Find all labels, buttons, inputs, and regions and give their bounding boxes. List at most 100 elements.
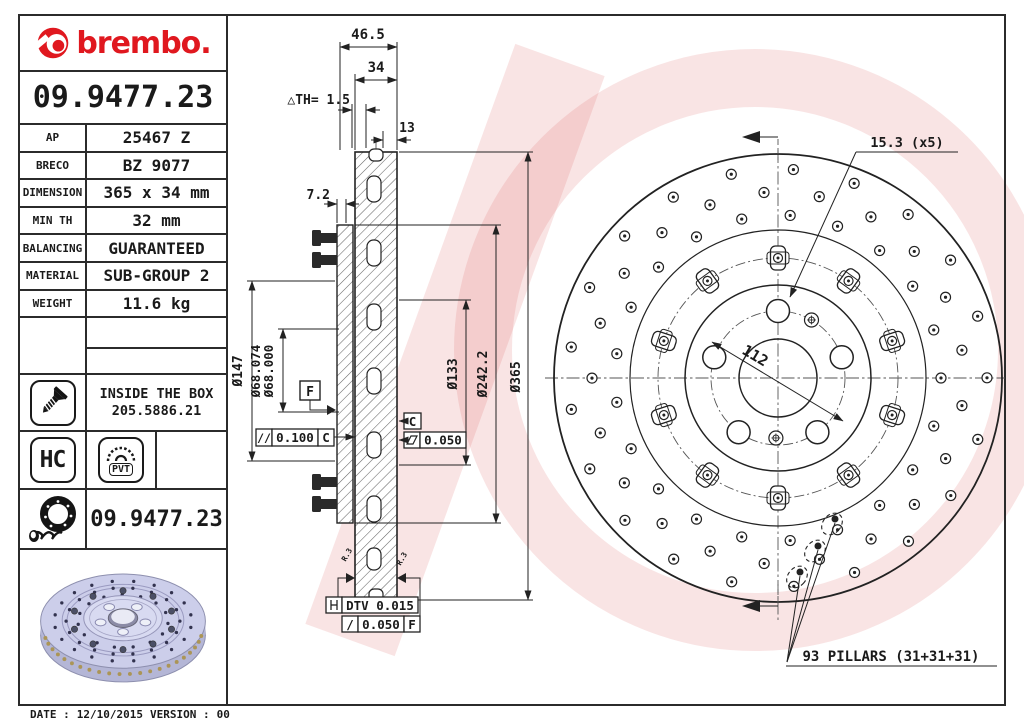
rotation-arrow-bottom xyxy=(742,584,779,612)
spec-value: 32 mm xyxy=(132,211,181,231)
datum-c-label: C xyxy=(409,414,417,429)
rotation-arrow-top xyxy=(742,131,779,160)
spec-label: MATERIAL xyxy=(20,263,87,289)
kit-icon-cell xyxy=(20,490,87,548)
dim-dia-hat-label: Ø147 xyxy=(231,355,246,387)
spec-value: 365 x 34 mm xyxy=(103,183,210,203)
dim-plate-th xyxy=(371,131,411,148)
brembo-logo-icon xyxy=(35,27,69,59)
spec-label: AP xyxy=(20,125,87,151)
dim-min-th-label: △TH= 1.5 xyxy=(287,93,350,108)
pvt-badge: PVT xyxy=(108,462,134,476)
dim-dia-inner-label: Ø133 xyxy=(446,358,461,390)
parallelism-symbol: // xyxy=(257,431,271,445)
screw-icon-cell xyxy=(20,375,87,430)
brand-header: brembo. xyxy=(20,16,226,72)
mounting-bolts xyxy=(312,230,337,512)
spec-value: GUARANTEED xyxy=(108,238,205,258)
watermark-ring xyxy=(454,49,1024,651)
runout-symbol: / xyxy=(346,617,354,632)
pvt-cell: PVT xyxy=(87,432,157,488)
dim-dia-bore-min-label: Ø68.000 xyxy=(261,345,276,399)
datum-f: F xyxy=(299,380,336,415)
pvt-gauge-icon xyxy=(106,446,136,461)
empty-cell xyxy=(20,318,87,373)
dim-width-total-label: 46.5 xyxy=(351,27,385,43)
spec-label: BRECO xyxy=(20,152,87,179)
dim-min-th xyxy=(338,104,380,148)
dim-dia-outer xyxy=(399,151,533,601)
vent-slots xyxy=(366,148,384,602)
dim-dia-outer-label: Ø365 xyxy=(509,361,524,393)
spec-value: BZ 9077 xyxy=(122,155,191,175)
spec-value: SUB-GROUP 2 xyxy=(103,266,210,286)
flatness-symbol xyxy=(406,435,418,445)
dim-dia-bell-label: Ø242.2 xyxy=(476,351,491,399)
technical-drawing: 46.5 34 △TH= 1.5 13 7.2 xyxy=(231,27,1005,667)
table-row: WEIGHT 11.6 kg xyxy=(20,290,226,319)
dim-width-friction xyxy=(354,74,398,150)
table-row: MATERIAL SUB-GROUP 2 xyxy=(20,263,226,291)
pvt-icon: PVT xyxy=(98,437,144,483)
empty-cell xyxy=(87,318,226,373)
hub-outer-circle xyxy=(684,284,872,472)
dtv-value: DTV 0.015 xyxy=(346,598,414,613)
drilled-holes xyxy=(565,163,993,592)
spec-label: BALANCING xyxy=(20,235,87,261)
inside-the-box-label: INSIDE THE BOX xyxy=(99,385,214,402)
datum-f-label: F xyxy=(306,385,314,400)
part-number-header: 09.9477.23 xyxy=(20,72,226,125)
parallelism-value: 0.100 xyxy=(276,430,314,445)
table-row: BRECO BZ 9077 xyxy=(20,152,226,181)
pillars-label: 93 PILLARS (31+31+31) xyxy=(802,649,979,665)
gdt-parallelism: // 0.100 C xyxy=(255,428,356,447)
dim-width-friction-label: 34 xyxy=(368,60,385,76)
bolt-hole-dia-label: 15.3 (x5) xyxy=(870,135,943,151)
gdt-bottom: DTV 0.015 / 0.050 F xyxy=(325,573,421,633)
empty-row xyxy=(20,318,226,375)
inside-the-box-text: INSIDE THE BOX 205.5886.21 xyxy=(87,375,226,430)
disc-spring-kit-icon xyxy=(28,496,76,542)
table-row: AP 25467 Z xyxy=(20,125,226,153)
callout-pcd: 112 xyxy=(711,341,844,422)
dim-hat-offset xyxy=(324,199,359,223)
friction-inner-circle xyxy=(629,229,927,527)
empty-cell xyxy=(157,432,226,488)
kit-row: 09.9477.23 xyxy=(20,490,226,550)
dim-dia-hat xyxy=(247,280,335,462)
dim-dia-bore-max-label: Ø68.074 xyxy=(248,345,263,399)
gdt-flatness: 0.050 xyxy=(398,431,467,449)
table-row: BALANCING GUARANTEED xyxy=(20,235,226,263)
runout-datum: F xyxy=(408,617,416,632)
brand-wordmark: brembo. xyxy=(76,25,211,61)
dim-dia-bell xyxy=(355,224,501,524)
flatness-value: 0.050 xyxy=(424,433,462,448)
inside-the-box-row: INSIDE THE BOX 205.5886.21 xyxy=(20,375,226,432)
version-label: VERSION : xyxy=(149,708,210,721)
screw-icon xyxy=(42,385,68,413)
callout-bolt-hole: 15.3 (x5) xyxy=(789,135,958,298)
disc-3d-render xyxy=(40,573,206,683)
callout-pillars: 93 PILLARS (31+31+31) xyxy=(786,512,997,667)
spec-label: WEIGHT xyxy=(20,290,87,317)
datum-c: C xyxy=(398,412,422,430)
section-view: 46.5 34 △TH= 1.5 13 7.2 xyxy=(231,27,533,633)
hc-badge: HC xyxy=(39,447,67,473)
disc-photo-box xyxy=(20,550,226,704)
spec-value: 25467 Z xyxy=(122,128,191,148)
badges-row: HC PVT xyxy=(20,432,226,490)
info-panel: brembo. 09.9477.23 AP 25467 Z BRECO BZ 907… xyxy=(18,14,228,706)
version-value: 00 xyxy=(216,708,230,721)
spec-value: 11.6 kg xyxy=(122,293,191,313)
dim-plate-th-label: 13 xyxy=(399,121,415,136)
dim-hat-offset-label: 7.2 xyxy=(307,188,330,203)
pcd-label: 112 xyxy=(739,341,771,370)
wheel-bolt-holes xyxy=(702,298,854,446)
hat-section xyxy=(336,224,354,524)
dtv-symbol xyxy=(330,600,338,610)
inside-the-box-number: 205.5886.21 xyxy=(111,402,202,419)
fillet-left-label: R.3 xyxy=(340,546,355,563)
